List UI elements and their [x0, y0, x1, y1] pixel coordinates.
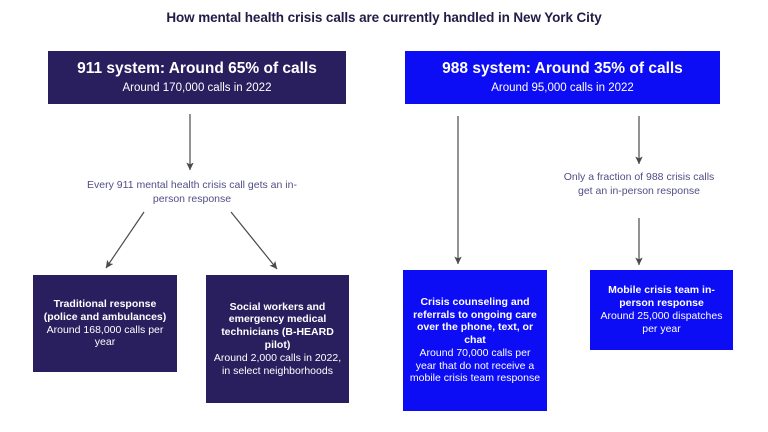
arrow-label-to-traditional: [105, 211, 145, 269]
node-social-workers-headline: Social workers and emergency medical tec…: [221, 300, 334, 351]
node-social-workers: Social workers and emergency medical tec…: [206, 275, 349, 403]
node-988-system-headline: 988 system: Around 35% of calls: [442, 59, 683, 77]
node-mobile-crisis-team: Mobile crisis team in-person response Ar…: [590, 270, 733, 350]
node-traditional-response-headline: Traditional response (police and ambulan…: [43, 297, 167, 323]
node-traditional-response-detail: Around 168,000 calls per year: [46, 323, 164, 349]
page-title: How mental health crisis calls are curre…: [166, 10, 602, 25]
node-crisis-counseling: Crisis counseling and referrals to ongoi…: [403, 270, 547, 411]
connector-label-988: Only a fraction of 988 crisis calls get …: [563, 171, 715, 198]
node-988-system-detail: Around 95,000 calls in 2022: [491, 82, 634, 95]
connector-label-911: Every 911 mental health crisis call gets…: [87, 179, 297, 206]
node-911-system-headline: 911 system: Around 65% of calls: [77, 59, 317, 77]
node-crisis-counseling-detail: Around 70,000 calls per year that do not…: [409, 346, 541, 385]
node-911-system: 911 system: Around 65% of calls Around 1…: [48, 51, 346, 104]
node-social-workers-detail: Around 2,000 calls in 2022, in select ne…: [213, 351, 342, 377]
node-crisis-counseling-headline: Crisis counseling and referrals to ongoi…: [413, 295, 537, 347]
arrow-label-to-social: [230, 211, 278, 270]
node-mobile-crisis-team-headline: Mobile crisis team in-person response: [608, 284, 715, 310]
node-traditional-response: Traditional response (police and ambulan…: [33, 275, 177, 372]
node-mobile-crisis-team-detail: Around 25,000 dispatches per year: [600, 310, 723, 335]
node-988-system: 988 system: Around 35% of calls Around 9…: [405, 51, 720, 104]
node-911-system-detail: Around 170,000 calls in 2022: [122, 82, 272, 95]
